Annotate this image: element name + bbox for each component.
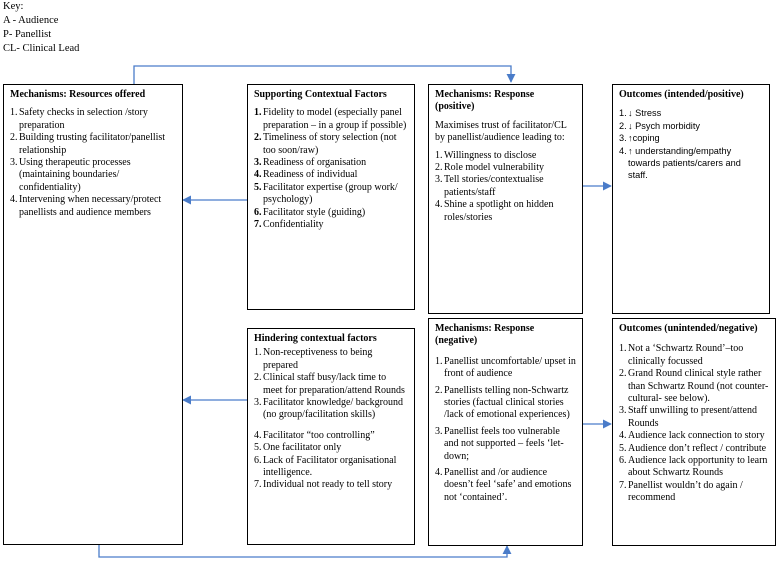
- list-item: 4.↑ understanding/empathy towards patien…: [619, 145, 741, 181]
- list-item: 6.Lack of Facilitator organisational int…: [254, 454, 397, 479]
- list-item: 3.Readiness of organisation: [254, 157, 367, 169]
- list-item: 1.Safety checks in selection /story prep…: [10, 107, 148, 131]
- list-item: 4.Facilitator “too controlling”: [254, 429, 375, 441]
- list-item: 7.Panellist wouldn’t do again / recommen…: [619, 479, 743, 504]
- list-item: 2.Panellists telling non-Schwartz storie…: [435, 384, 570, 421]
- key-legend: Key: A - Audience P- Panellist CL- Clini…: [3, 0, 79, 56]
- box-mechanisms-resources: Mechanisms: Resources offered 1.Safety c…: [3, 84, 183, 545]
- box-title: Mechanisms: Response (positive): [435, 89, 535, 113]
- list-item: 4.Audience lack connection to story: [619, 430, 765, 442]
- resources-list: 1.Safety checks in selection /story prep…: [10, 107, 176, 219]
- list-item: 5.Facilitator expertise (group work/ psy…: [254, 181, 398, 206]
- list-item: 1.Non-receptiveness to being prepared: [254, 347, 373, 371]
- list-item: 7.Individual not ready to tell story: [254, 479, 393, 491]
- list-item: 2.↓ Psych morbidity: [619, 120, 700, 131]
- list-item: 1.Not a ‘Schwartz Round’–too clinically …: [619, 343, 744, 367]
- list-item: 2.Building trusting facilitator/panellis…: [10, 132, 166, 156]
- box-title: Mechanisms: Resources offered: [10, 89, 146, 100]
- response-positive-list: 1.Willingness to disclose 2.Role model v…: [435, 150, 576, 224]
- response-positive-intro: Maximises trust of facilitator/CL by pan…: [435, 119, 567, 144]
- outcomes-negative-list: 1.Not a ‘Schwartz Round’–too clinically …: [619, 343, 769, 504]
- list-item: 2.Clinical staff busy/lack time to meet …: [254, 372, 405, 396]
- box-title: Supporting Contextual Factors: [254, 89, 387, 100]
- list-item: 3.↑coping: [619, 133, 660, 144]
- box-supporting-factors: Supporting Contextual Factors 1.Fidelity…: [247, 84, 415, 310]
- arrow-resources-to-response-negative: [98, 545, 512, 558]
- key-line-panellist: P- Panellist: [3, 29, 52, 40]
- box-title: Outcomes (unintended/negative): [619, 323, 758, 334]
- arrow-resources-to-response-positive: [133, 65, 516, 84]
- list-item: 3.Panellist feels too vulnerable and not…: [435, 425, 564, 462]
- list-item: 6.Audience lack opportunity to learn abo…: [619, 455, 768, 479]
- list-item: 4.Panellist and /or audience doesn’t fee…: [435, 467, 572, 503]
- list-item: 3.Staff unwilling to present/attend Roun…: [619, 405, 757, 429]
- list-item: 4.Intervening when necessary/protect pan…: [10, 194, 162, 218]
- list-item: 5.Audience don’t reflect / contribute: [619, 442, 767, 454]
- key-title: Key:: [3, 1, 24, 12]
- list-item: 1.Panellist uncomfortable/ upset in fron…: [435, 355, 576, 380]
- list-item: 4.Readiness of individual: [254, 169, 358, 181]
- box-response-negative: Mechanisms: Response (negative) 1.Panell…: [428, 318, 583, 546]
- list-item: 1.Willingness to disclose: [435, 149, 537, 161]
- list-item: 1.Fidelity to model (especially panel pr…: [254, 107, 407, 131]
- list-item: 4.Shine a spotlight on hidden roles/stor…: [435, 199, 554, 223]
- supporting-list: 1.Fidelity to model (especially panel pr…: [254, 107, 408, 231]
- list-item: 2.Role model vulnerability: [435, 162, 544, 174]
- key-line-clinical-lead: CL- Clinical Lead: [3, 43, 80, 54]
- list-item: 6.Facilitator style (guiding): [254, 206, 366, 218]
- box-title: Mechanisms: Response (negative): [435, 323, 535, 347]
- list-item: 1.↓ Stress: [619, 108, 662, 119]
- box-title: Outcomes (intended/positive): [619, 89, 744, 100]
- list-item: 7.Confidentiality: [254, 219, 324, 231]
- box-response-positive: Mechanisms: Response (positive) Maximise…: [428, 84, 583, 314]
- list-item: 3.Facilitator knowledge/ background (no …: [254, 397, 403, 421]
- list-item: 2.Grand Round clinical style rather than…: [619, 368, 769, 405]
- list-item: 2.Timeliness of story selection (not too…: [254, 132, 397, 156]
- hindering-list-a: 1.Non-receptiveness to being prepared 2.…: [254, 347, 408, 421]
- response-negative-list: 1.Panellist uncomfortable/ upset in fron…: [435, 356, 576, 504]
- key-line-audience: A - Audience: [3, 15, 59, 26]
- list-item: 3.Tell stories/contextualise patients/st…: [435, 174, 544, 198]
- box-outcomes-positive: Outcomes (intended/positive) 1.↓ Stress …: [612, 84, 770, 314]
- box-title: Hindering contextual factors: [254, 333, 377, 344]
- hindering-list-b: 4.Facilitator “too controlling” 5.One fa…: [254, 430, 408, 492]
- outcomes-positive-list: 1.↓ Stress 2.↓ Psych morbidity 3.↑coping…: [619, 107, 763, 181]
- box-outcomes-negative: Outcomes (unintended/negative) 1.Not a ‘…: [612, 318, 776, 546]
- list-item: 3.Using therapeutic processes (maintaini…: [10, 157, 131, 193]
- box-hindering-factors: Hindering contextual factors 1.Non-recep…: [247, 328, 415, 545]
- list-item: 5.One facilitator only: [254, 442, 342, 454]
